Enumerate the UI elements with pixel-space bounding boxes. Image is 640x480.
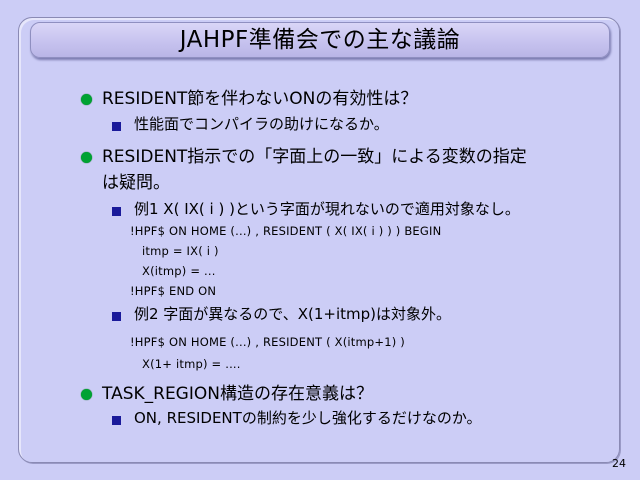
sub-bullet-icon (112, 207, 121, 216)
example1-code-line2: itmp = IX( i ) (142, 244, 219, 258)
bullet-icon (81, 389, 92, 400)
bullet-icon (81, 152, 92, 163)
page-number: 24 (612, 457, 626, 470)
item1-text: RESIDENT節を伴わないONの有効性は？ (102, 89, 418, 109)
item3-text: TASK_REGION構造の存在意義は？ (102, 384, 373, 404)
example1-code-line4: !HPF$ END ON (130, 284, 217, 298)
example2-code-line2: X(1+ itmp) = .... (142, 357, 241, 371)
item3-sub1: ON, RESIDENTの制約を少し強化するだけなのか。 (134, 409, 482, 427)
title-bar (30, 22, 610, 58)
slide-title: JAHPF準備会での主な議論 (179, 27, 461, 53)
sub-bullet-icon (112, 416, 121, 425)
example2-label: 例2 字面が異なるので、X(1+itmp)は対象外。 (134, 305, 451, 323)
bullet-icon (81, 94, 92, 105)
example1-label: 例1 X( IX( i ) )という字面が現れないので適用対象なし。 (134, 200, 520, 218)
sub-bullet-icon (112, 122, 121, 131)
item2-text-line2: は疑問。 (102, 173, 170, 193)
sub-bullet-icon (112, 312, 121, 321)
example1-code-line3: X(itmp) = ... (142, 264, 216, 278)
example2-code-line1: !HPF$ ON HOME (...) , RESIDENT ( X(itmp+… (130, 335, 405, 349)
slide-frame (18, 17, 620, 463)
example1-code-line1: !HPF$ ON HOME (...) , RESIDENT ( X( IX( … (130, 224, 442, 238)
item1-sub1: 性能面でコンパイラの助けになるか。 (134, 115, 389, 133)
item2-text-line1: RESIDENT指示での「字面上の一致」による変数の指定 (102, 147, 527, 167)
